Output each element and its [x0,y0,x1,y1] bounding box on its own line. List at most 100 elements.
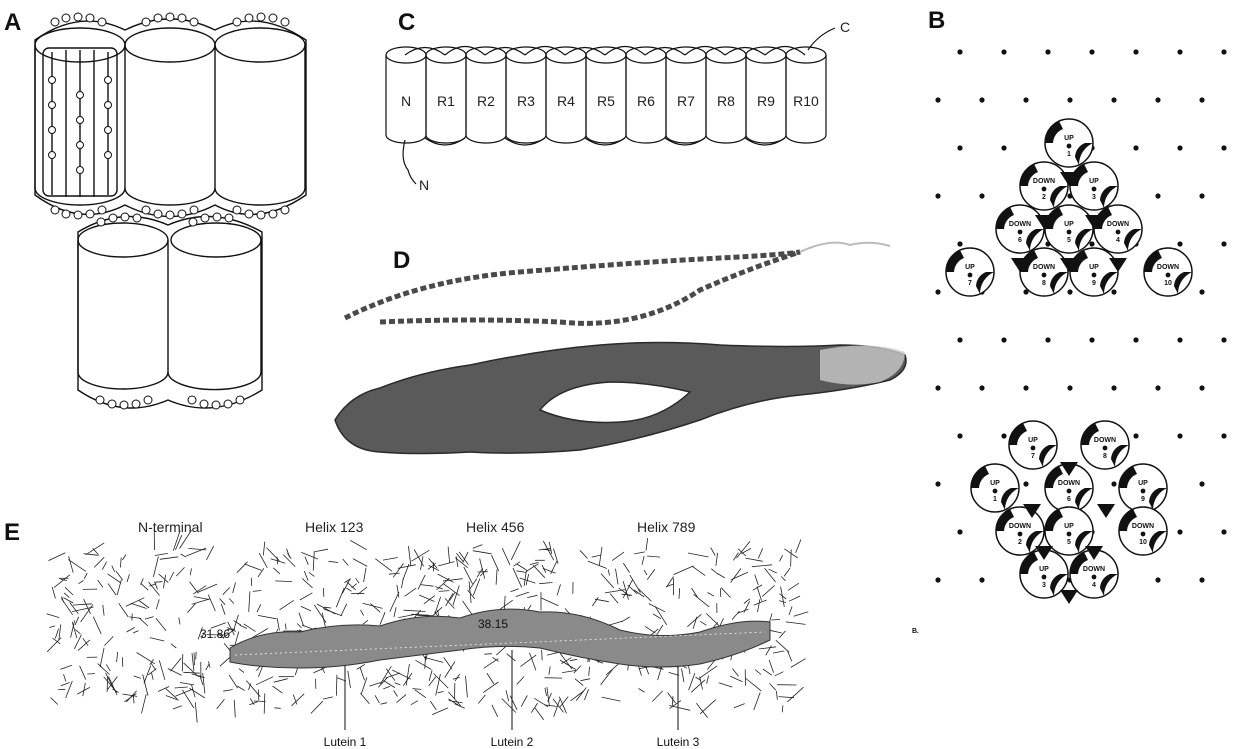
lattice-dot [957,433,962,438]
wheel-direction: DOWN [1058,480,1080,487]
panel-c-label: C [398,9,415,36]
wheel-number: 3 [1092,194,1096,201]
wheel-direction: DOWN [1033,178,1055,185]
wheel-number: 7 [1031,453,1035,460]
wheel-number: 8 [1103,453,1107,460]
region-label: Helix 789 [637,519,696,535]
lattice-dot [935,289,940,294]
wheel-direction: DOWN [1094,437,1116,444]
lattice-dot [1221,529,1226,534]
wheel-direction: DOWN [1009,221,1031,228]
lattice-dot [1155,385,1160,390]
wheel-number: 6 [1067,496,1071,503]
surface-model [335,343,906,454]
wheel-number: 2 [1018,539,1022,546]
wheel-direction: DOWN [1033,264,1055,271]
lattice-dot [1177,529,1182,534]
lattice-dot [1067,385,1072,390]
panel-b-caption: B. [912,628,919,635]
wheel-triangle [1060,590,1078,604]
wheel-number: 10 [1164,280,1172,287]
lattice-dot [957,337,962,342]
lattice-dot [935,193,940,198]
c-terminus-label: C [840,19,850,35]
wheel-number: 1 [1067,151,1071,158]
lattice-dot [1089,337,1094,342]
wheel-direction: DOWN [1083,566,1105,573]
lattice-dot [1001,49,1006,54]
measure-mid: 38.15 [478,617,508,631]
lattice-dot [935,577,940,582]
lattice-dot [1155,193,1160,198]
lattice-dot [1177,145,1182,150]
lattice-dot [1221,433,1226,438]
lattice-dot [1067,289,1072,294]
lutein-label: Lutein 1 [324,735,367,749]
panel-e-label: E [4,519,20,546]
lattice-dot [979,97,984,102]
lattice-dot [957,49,962,54]
repeat-label: R4 [557,93,575,109]
wheel-number: 2 [1042,194,1046,201]
measure-left: 31.86 [200,627,230,641]
lattice-dot [1001,145,1006,150]
wheel-triangle [1097,504,1115,518]
lattice-dot [1199,481,1204,486]
lattice-dot [1089,241,1094,246]
panel-a-cylinder-stack: A [4,9,306,409]
lattice-dot [1133,433,1138,438]
lattice-dot [1221,49,1226,54]
helical-wheel: UP 9 [1070,248,1118,296]
wheel-direction: UP [1064,523,1074,530]
panel-b-helical-wheels: B UP1DOWN2UP3DOWN6UP5DOWN4UP7DOWN8UP9DOW… [912,7,1227,635]
wheel-direction: UP [1138,480,1148,487]
wheel-number: 4 [1116,237,1120,244]
wheel-number: 4 [1092,582,1096,589]
lattice-dot [1023,97,1028,102]
wheel-direction: UP [1064,221,1074,228]
panel-d-label: D [393,247,410,274]
wheel-number: 5 [1067,539,1071,546]
lattice-dot [1067,97,1072,102]
lattice-dot [1045,337,1050,342]
repeat-label: R10 [793,93,819,109]
repeat-label: R3 [517,93,535,109]
repeat-label: R8 [717,93,735,109]
helical-wheel: UP1 [971,464,1019,512]
ribbon-model [345,243,890,324]
region-label: Helix 123 [305,519,364,535]
wheel-number: 1 [993,496,997,503]
lattice-dot [1023,481,1028,486]
lattice-dot [1111,97,1116,102]
lattice-dot [1001,337,1006,342]
panel-d-structure-renderings: D [335,243,906,454]
wheel-number: 8 [1042,280,1046,287]
helical-wheel: UP7 [946,248,994,296]
lattice-dot [1111,385,1116,390]
lattice-dot [1221,337,1226,342]
region-label: N-terminal [138,519,203,535]
wheel-number: 7 [968,280,972,287]
panel-b-label: B [928,7,945,34]
helical-wheel: UP9 [1119,464,1167,512]
lutein-label: Lutein 3 [657,735,700,749]
wheel-direction: UP [1028,437,1038,444]
lattice-dot [1111,289,1116,294]
wheel-number: 6 [1018,237,1022,244]
lattice-dot [1001,433,1006,438]
lattice-dot [1199,577,1204,582]
wheel-direction: DOWN [1009,523,1031,530]
helical-wheel: UP 3 [1070,162,1118,210]
helical-wheel: DOWN10 [1144,248,1192,296]
lattice-dot [935,385,940,390]
lattice-dot [957,529,962,534]
wheel-number: 9 [1092,280,1096,287]
repeat-label: N [401,93,411,109]
wheel-direction: UP [1089,178,1099,185]
helical-wheel: DOWN 8 [1020,248,1068,296]
lattice-dot [1177,337,1182,342]
helical-wheel: UP5 [1045,205,1093,253]
repeat-label: R2 [477,93,495,109]
repeat-label: R5 [597,93,615,109]
wheel-direction: UP [1089,264,1099,271]
